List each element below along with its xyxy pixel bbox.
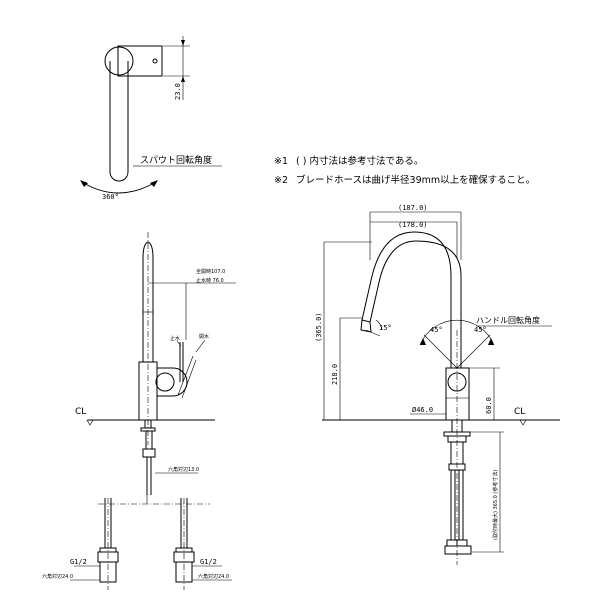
spout-angle-line — [365, 329, 381, 337]
left-hex-label: 六角対辺24.0 — [42, 573, 73, 580]
front-fit-left-a — [446, 539, 458, 547]
handle-angle-right-line — [456, 334, 491, 369]
left-thread — [99, 561, 117, 583]
note2-text: ブレードホースは曲げ半径39mm以上を確保すること。 — [296, 174, 535, 186]
lever-open-edge — [181, 359, 197, 399]
top-view: 360° スパウト回転角度 23.0 — [80, 36, 222, 201]
handle-angle-arc — [419, 319, 495, 346]
right-thread — [175, 561, 193, 583]
front-body — [445, 367, 470, 421]
note2-mark: ※2 — [274, 175, 288, 186]
side-nut — [142, 448, 156, 458]
front-view: (187.0) (178.0) 15° 45° 45° ハンドル回転角度 (36… — [315, 204, 560, 565]
side-spout — [142, 241, 154, 362]
rotation-arc — [81, 181, 157, 194]
notes: ※1 ( ) 内寸法は参考寸法である。 ※2 ブレードホースは曲げ半径39mm以… — [274, 155, 535, 186]
side-shank — [145, 430, 153, 450]
side-cl-marker — [86, 419, 94, 426]
front-cl-marker — [519, 419, 527, 426]
dim-218-text: 218.0 — [331, 364, 339, 385]
front-spout-outer — [361, 231, 452, 368]
dim-full-open: 全開時107.0 — [196, 268, 225, 275]
dim-365-text: (365.0) — [315, 312, 323, 342]
hose-length-text: (取付時最大) 365.0 (参考寸法) — [492, 470, 499, 540]
rotation-arrow-left — [80, 180, 88, 187]
front-handle-hub — [447, 372, 467, 392]
front-fit-right-a — [456, 539, 468, 547]
side-view: 止水 開水 全開時107.0 止水時 76.0 六角対辺13.0 CL — [75, 232, 236, 504]
bottom-view: G1/2 G1/2 六角対辺24.0 六角対辺24.0 — [42, 498, 232, 590]
dim-46-text: Ø46.0 — [412, 406, 433, 414]
label-stop: 止水 — [170, 335, 180, 342]
hex13-label: 六角対辺13.0 — [168, 466, 199, 473]
leader-stop — [176, 340, 182, 347]
front-cl-label: CL — [514, 407, 525, 417]
handle-angle-right: 45° — [474, 326, 487, 334]
spout-angle-arc — [375, 319, 383, 331]
right-thread-label: G1/2 — [200, 558, 217, 566]
side-handle-base — [157, 367, 188, 397]
left-thread-label: G1/2 — [70, 558, 87, 566]
plan-handle-pin — [152, 58, 158, 64]
plan-body-circle — [104, 46, 134, 76]
dim-23-text: 23.0 — [174, 83, 182, 100]
dim-arrow-bottom — [181, 76, 185, 82]
side-handle-hub — [155, 372, 175, 392]
handle-rotation-label: ハンドル回転角度 — [476, 315, 540, 325]
handle-angle-left-line — [423, 334, 458, 369]
plan-spout — [109, 61, 129, 182]
front-nut — [448, 463, 466, 471]
front-fit-nuts — [444, 545, 472, 555]
rotation-arrow-right — [150, 180, 158, 187]
spout-angle-text: 15° — [379, 324, 392, 332]
dim-60-text: 60.0 — [485, 397, 493, 414]
front-spout-inner — [369, 240, 462, 368]
leader-open — [195, 339, 206, 353]
handle-arrow-left — [420, 338, 426, 345]
spout-rotation-label: スパウト回転角度 — [140, 154, 212, 166]
lever-open — [177, 355, 194, 396]
dim-187-text: (187.0) — [398, 204, 428, 212]
note1-text: ( ) 内寸法は参考寸法である。 — [296, 155, 423, 167]
label-open: 開水 — [199, 333, 209, 340]
dim-stop: 止水時 76.0 — [196, 277, 224, 284]
handle-arrow-right — [488, 338, 494, 345]
plan-handle-body — [117, 45, 163, 77]
handle-angle-left: 45° — [430, 326, 443, 334]
right-hex-label: 六角対辺24.0 — [198, 573, 229, 580]
note1-mark: ※1 — [274, 156, 288, 167]
dim-arrow-top — [181, 40, 185, 46]
side-cl-label: CL — [75, 407, 86, 417]
dim-178-text: (178.0) — [398, 221, 428, 229]
rotation-angle-text: 360° — [102, 193, 119, 201]
